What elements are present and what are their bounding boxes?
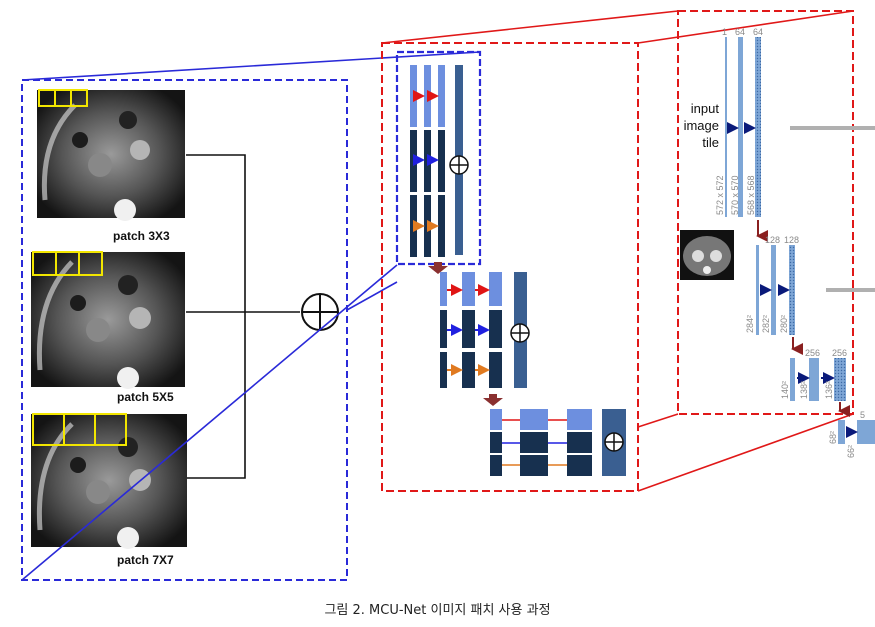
- red-projection-lines: [381, 10, 854, 492]
- unet-size-2c: 280²: [779, 315, 789, 333]
- input-label-line-1: input: [691, 101, 720, 116]
- patch-grid-7x7: [32, 413, 127, 446]
- mcu-panel-border: [381, 42, 639, 492]
- ct-image-2: [31, 252, 185, 389]
- patch-label-5x5: patch 5X5: [117, 390, 174, 404]
- patch-panel-border: [21, 79, 348, 581]
- mcu-net-diagram: patch 3X3 patch 5X5 patch 7X7: [21, 10, 875, 581]
- unet-size-1a: 572 x 572: [715, 175, 725, 215]
- unet-level-3: [790, 358, 846, 401]
- unet-level-4: [838, 420, 875, 444]
- ct-image-3: [31, 414, 187, 549]
- ct-thumbnail: [680, 230, 734, 280]
- unet-ch-3a: 256: [805, 348, 820, 358]
- unet-size-1b: 570 x 570: [730, 175, 740, 215]
- unet-size-3c: 136²: [824, 381, 834, 399]
- patch-grid-5x5: [32, 251, 103, 276]
- conv-block-group-2: [440, 272, 530, 388]
- unet-ch-1c: 64: [753, 27, 763, 37]
- unet-ch-3b: 256: [832, 348, 847, 358]
- unet-ch-1b: 64: [735, 27, 745, 37]
- unet-size-4a: 68²: [828, 431, 838, 444]
- conv-block-group-1: [410, 65, 469, 257]
- figure-caption: 그림 2. MCU-Net 이미지 패치 사용 과정: [324, 603, 551, 618]
- unet-ch-2b: 128: [784, 235, 799, 245]
- blue-projection-lines: [21, 51, 481, 581]
- conv-block-group-3: [490, 409, 626, 476]
- unet-level-2: [756, 245, 875, 335]
- unet-ch-2a: 128: [765, 235, 780, 245]
- unet-ch-1a: 1: [722, 27, 727, 37]
- ct-image-1: [37, 90, 185, 221]
- down-arrow-1: [428, 262, 448, 274]
- unet-size-1c: 568 x 568: [746, 175, 756, 215]
- patch-label-3x3: patch 3X3: [113, 229, 170, 243]
- down-arrow-2: [483, 394, 503, 406]
- patch-label-7x7: patch 7X7: [117, 553, 174, 567]
- sum-symbol-large: [301, 293, 339, 331]
- unet-size-4b: 66²: [846, 445, 856, 458]
- unet-ch-4a: 5: [860, 410, 865, 420]
- unet-size-2a: 284²: [745, 315, 755, 333]
- unet-level-1: [725, 37, 875, 217]
- unet-size-3b: 138²: [799, 381, 809, 399]
- unet-size-3a: 140²: [780, 381, 790, 399]
- input-label-line-3: tile: [702, 135, 719, 150]
- unet-panel-border: [677, 10, 854, 415]
- input-label-line-2: image: [684, 118, 719, 133]
- unet-size-2b: 282²: [761, 315, 771, 333]
- patch-grid-3x3: [38, 89, 88, 107]
- merge-lines: [186, 154, 300, 479]
